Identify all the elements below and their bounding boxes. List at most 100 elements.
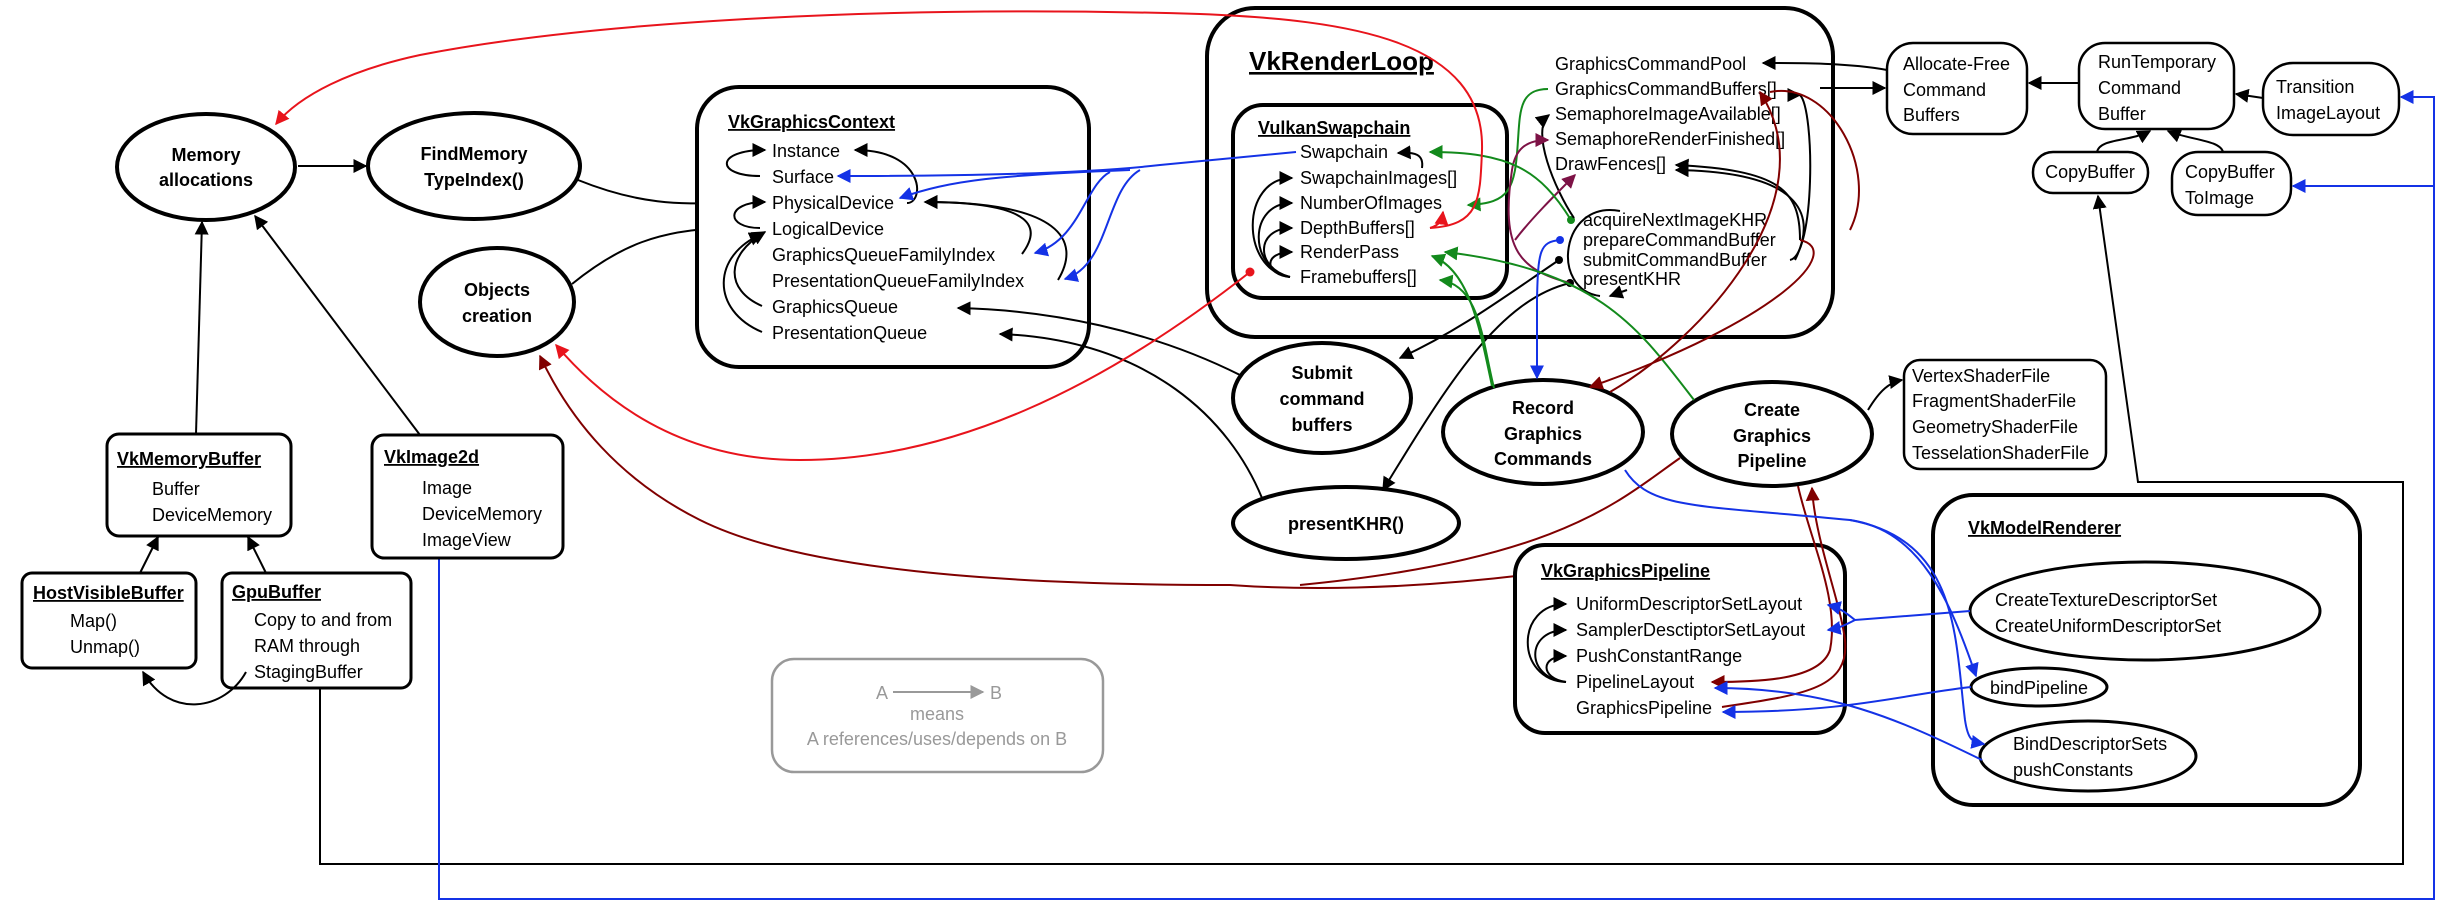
- vk-model-renderer-title: VkModelRenderer: [1968, 518, 2121, 538]
- bind-pipeline-node[interactable]: bindPipeline: [1969, 666, 2109, 708]
- gp-item-push-constant-range: PushConstantRange: [1576, 646, 1742, 666]
- vk-image2d-item: DeviceMemory: [422, 504, 542, 524]
- render-loop-cycle-arc: [1567, 209, 1621, 297]
- sc-item-depth-buffers: DepthBuffers[]: [1300, 218, 1415, 238]
- copy-buffer-label: CopyBuffer: [2045, 162, 2135, 182]
- presentkhr-to-presentationqueue-arrow: [998, 327, 1263, 499]
- rl-resource-command-pool: GraphicsCommandPool: [1555, 54, 1746, 74]
- find-memory-type-index-node[interactable]: FindMemory TypeIndex(): [366, 111, 582, 221]
- memory-allocations-label-1: Memory: [171, 145, 240, 165]
- present-to-drawfences-arrow: [1514, 174, 1576, 241]
- transition-image-layout-node[interactable]: Transition ImageLayout: [2261, 61, 2401, 137]
- swapchain-to-physdev-arrow: [898, 169, 1131, 201]
- pipelinelayout-to-pushconstant-arrow: [1545, 649, 1568, 683]
- rl-step-prepare-command-buffer: prepareCommandBuffer: [1583, 230, 1776, 250]
- rl-resource-draw-fences: DrawFences[]: [1555, 154, 1666, 174]
- commandbuffers-to-numberofimages-arrow: [1466, 88, 1549, 212]
- gc-item-graphics-queue-family-index: GraphicsQueueFamilyIndex: [772, 245, 995, 265]
- legend-box: A B means A references/uses/depends on B: [770, 657, 1105, 774]
- gpu-buffer-item: RAM through: [254, 636, 360, 656]
- vk-image2d-box[interactable]: VkImage2d Image DeviceMemory ImageView: [370, 433, 565, 560]
- prepare-to-record-darkred-arrow: [1588, 239, 1815, 390]
- sc-item-render-pass: RenderPass: [1300, 242, 1399, 262]
- vk-memory-buffer-box[interactable]: VkMemoryBuffer Buffer DeviceMemory: [105, 432, 293, 538]
- graphicspipeline-to-create-arrow: [1721, 486, 1847, 708]
- pqfi-to-physdev-arrow: [923, 195, 1068, 281]
- present-khr-label: presentKHR(): [1288, 514, 1404, 534]
- vulkan-swapchain-title: VulkanSwapchain: [1258, 118, 1410, 138]
- run-temporary-command-buffer-node[interactable]: RunTemporary Command Buffer: [2077, 41, 2236, 131]
- vk-model-renderer-box[interactable]: VkModelRenderer CreateTextureDescriptorS…: [1931, 493, 2362, 807]
- allocate-free-label-3: Buffers: [1903, 105, 1960, 125]
- record-label-3: Commands: [1494, 449, 1592, 469]
- bind-descriptor-sets-label: BindDescriptorSets: [2013, 734, 2167, 754]
- gp-item-graphics-pipeline: GraphicsPipeline: [1576, 698, 1712, 718]
- framebuffers-to-renderpass-arrow: [1269, 245, 1294, 278]
- transition-label-2: ImageLayout: [2276, 103, 2380, 123]
- copybuffer-to-runtemporary-arrow: [2096, 130, 2152, 153]
- render-loop-cycle-arrow: [1608, 285, 1628, 299]
- legend-explanation: A references/uses/depends on B: [807, 729, 1067, 749]
- gpu-buffer-box[interactable]: GpuBuffer Copy to and from RAM through S…: [220, 571, 413, 690]
- binddescsets-to-pipelinelayout-arrow: [1713, 681, 1983, 761]
- memory-allocations-node[interactable]: Memory allocations: [115, 112, 297, 222]
- swapchainimages-to-swapchain-arrow: [1396, 145, 1424, 169]
- vk-graphics-pipeline-title: VkGraphicsPipeline: [1541, 561, 1710, 581]
- shader-file-tesselation: TesselationShaderFile: [1912, 443, 2089, 463]
- pipeline-to-objects-creation-arrow: [539, 354, 1526, 589]
- prepare-to-record-arrow: [1530, 239, 1561, 380]
- acquire-to-swapchain-arrow: [1428, 145, 1572, 221]
- allocate-free-label-1: Allocate-Free: [1903, 54, 2010, 74]
- sc-item-swapchain: Swapchain: [1300, 142, 1388, 162]
- memory-allocations-label-2: allocations: [159, 170, 253, 190]
- copy-buffer-to-image-label-1: CopyBuffer: [2185, 162, 2275, 182]
- copy-buffer-to-image-node[interactable]: CopyBuffer ToImage: [2170, 150, 2293, 217]
- gpubuffer-to-hostvisible-arrow: [142, 670, 247, 706]
- record-to-framebuffers-arrow: [1438, 274, 1495, 389]
- host-visible-buffer-box[interactable]: HostVisibleBuffer Map() Unmap(): [20, 571, 198, 670]
- present-khr-node[interactable]: presentKHR(): [1231, 485, 1461, 561]
- legend-means: means: [910, 704, 964, 724]
- create-descriptor-sets-node[interactable]: CreateTextureDescriptorSet CreateUniform…: [1968, 560, 2322, 662]
- create-to-shaderfiles-arrow: [1867, 375, 1904, 411]
- transition-label-1: Transition: [2276, 77, 2354, 97]
- host-visible-buffer-item: Map(): [70, 611, 117, 631]
- copy-buffer-to-image-label-2: ToImage: [2185, 188, 2254, 208]
- vk-graphics-context-title: VkGraphicsContext: [728, 112, 895, 132]
- bind-descriptor-sets-node[interactable]: BindDescriptorSets pushConstants: [1978, 719, 2198, 793]
- rl-step-present-khr: presentKHR: [1583, 269, 1681, 289]
- submit-label-3: buffers: [1291, 415, 1352, 435]
- image2d-to-transition-connector: [438, 90, 2435, 900]
- create-to-pipeline-dot-line: [1299, 457, 1681, 586]
- vk-memory-buffer-title: VkMemoryBuffer: [117, 449, 261, 469]
- run-temporary-label-1: RunTemporary: [2098, 52, 2216, 72]
- vk-graphics-context-box[interactable]: VkGraphicsContext Instance Surface Physi…: [695, 85, 1091, 369]
- objects-creation-label-1: Objects: [464, 280, 530, 300]
- depthbuffers-to-memory-arrow: [275, 10, 1484, 229]
- create-graphics-pipeline-node[interactable]: Create Graphics Pipeline: [1670, 380, 1874, 488]
- rl-resource-command-buffers: GraphicsCommandBuffers[]: [1555, 79, 1777, 99]
- rl-resource-semaphore-image-available: SemaphoreImageAvailable[]: [1555, 104, 1781, 124]
- gc-item-surface: Surface: [772, 167, 834, 187]
- shader-file-vertex: VertexShaderFile: [1912, 366, 2050, 386]
- vk-render-loop-title: VkRenderLoop: [1249, 46, 1434, 76]
- legend-b: B: [990, 683, 1002, 703]
- host-visible-buffer-item: Unmap(): [70, 637, 140, 657]
- objects-creation-node[interactable]: Objects creation: [418, 246, 576, 358]
- submit-to-graphicsqueue-arrow: [956, 301, 1241, 376]
- allocate-free-command-buffers-node[interactable]: Allocate-Free Command Buffers: [1885, 41, 2029, 136]
- push-constants-label: pushConstants: [2013, 760, 2133, 780]
- create-pipeline-label-1: Create: [1744, 400, 1800, 420]
- copy-buffer-node[interactable]: CopyBuffer: [2031, 150, 2150, 195]
- vk-image2d-item: ImageView: [422, 530, 512, 550]
- gpubuffer-to-memorybuffer-arrow: [247, 535, 267, 574]
- gp-item-pipeline-layout: PipelineLayout: [1576, 672, 1694, 692]
- submit-command-buffers-node[interactable]: Submit command buffers: [1231, 341, 1413, 455]
- image2d-to-memory-arrow: [254, 214, 421, 436]
- bind-pipeline-label: bindPipeline: [1990, 678, 2088, 698]
- objects-creation-label-2: creation: [462, 306, 532, 326]
- shader-files-box[interactable]: VertexShaderFile FragmentShaderFile Geom…: [1902, 358, 2108, 471]
- vk-graphics-pipeline-box[interactable]: VkGraphicsPipeline UniformDescriptorSetL…: [1513, 543, 1847, 735]
- record-graphics-commands-node[interactable]: Record Graphics Commands: [1441, 378, 1645, 486]
